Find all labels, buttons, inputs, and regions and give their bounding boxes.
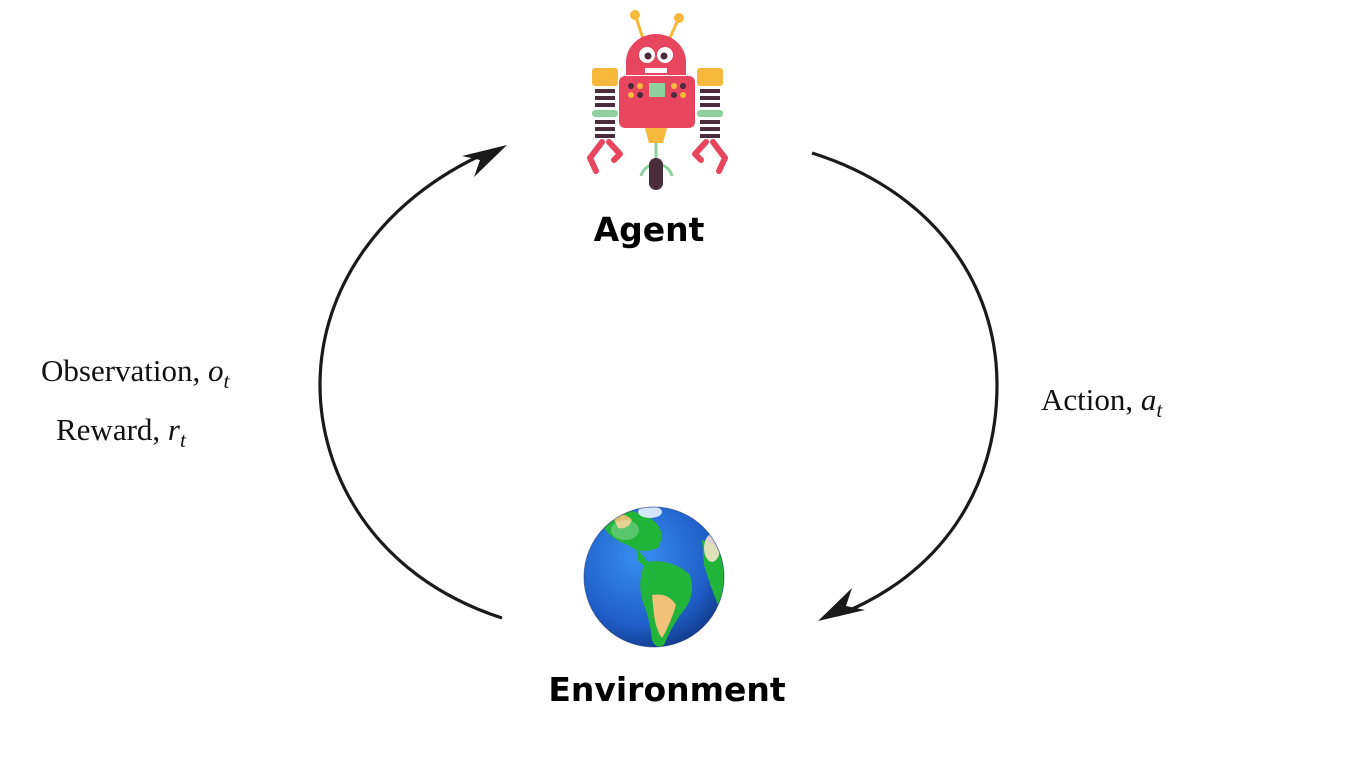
- earth-globe-icon: [583, 506, 725, 648]
- observation-reward-arrow: [318, 150, 503, 620]
- environment-label: Environment: [548, 670, 786, 709]
- action-arrow: [811, 151, 999, 617]
- action-arrowhead-icon: [818, 588, 865, 621]
- robot-icon: [587, 10, 728, 190]
- agent-label: Agent: [594, 210, 705, 249]
- observation-arrowhead-icon: [462, 145, 507, 177]
- observation-label: Observation, ot: [41, 353, 231, 393]
- reward-label: Reward, rt: [56, 412, 187, 452]
- action-label: Action, at: [1041, 382, 1163, 422]
